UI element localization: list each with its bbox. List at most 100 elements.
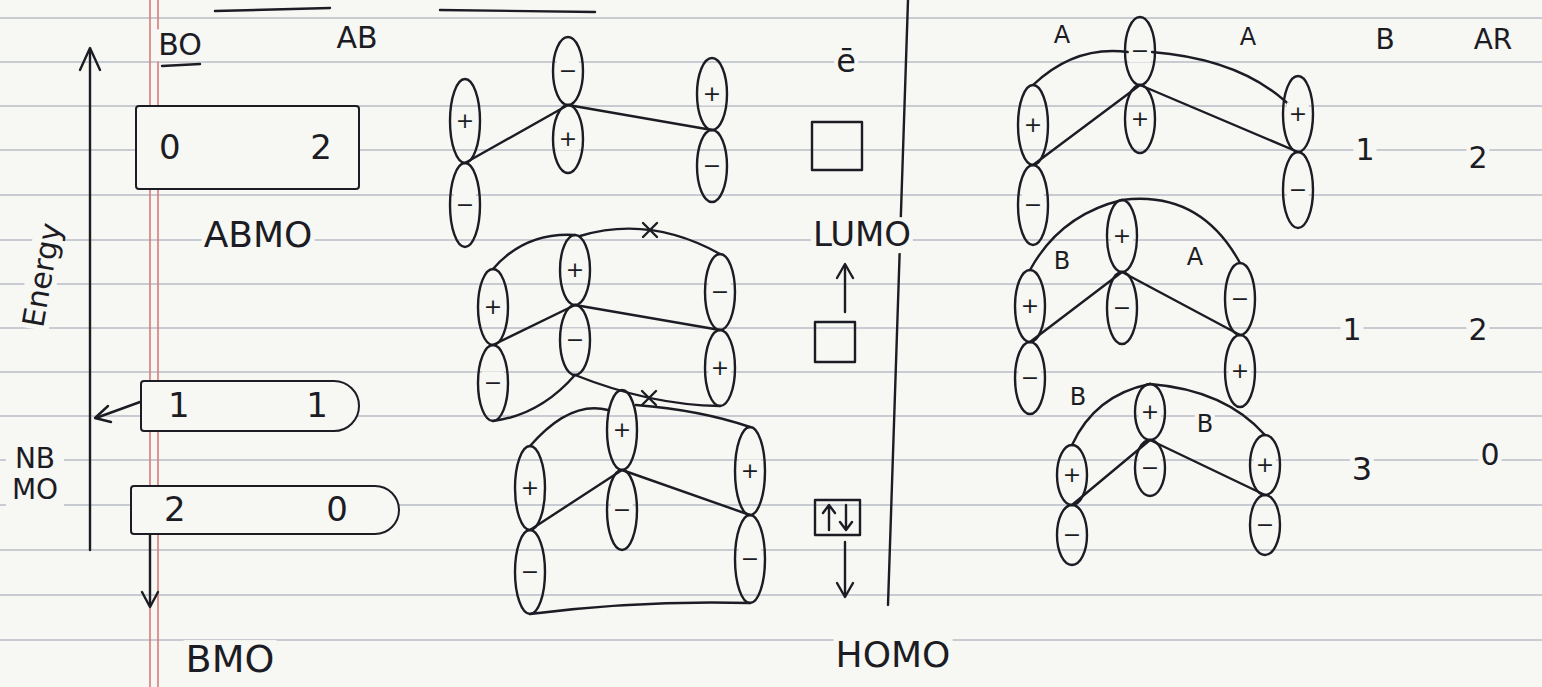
level-box: 20	[130, 485, 400, 535]
level-box: 02	[135, 105, 360, 190]
electron-symbol: ē	[834, 45, 858, 79]
margin-lines	[150, 0, 158, 687]
interaction-letter: A	[1052, 23, 1072, 48]
phase-sign: +	[482, 295, 504, 318]
phase-sign: −	[1111, 296, 1133, 319]
nonbonding-orbital	[1015, 199, 1255, 414]
phase-sign: −	[611, 498, 633, 521]
interaction-letter: B	[1195, 412, 1215, 437]
phase-sign: −	[709, 280, 731, 303]
arrow-head	[142, 592, 158, 607]
electron-box	[815, 322, 855, 362]
level-box: 11	[140, 380, 360, 432]
bond-count: 2	[310, 130, 332, 166]
orbital-label: NB MO	[6, 444, 64, 506]
antibonding-orbital	[1018, 17, 1313, 245]
phase-sign: −	[1061, 523, 1083, 546]
phase-sign: −	[701, 154, 723, 177]
antibonding-orbital	[450, 37, 727, 247]
orbital-label: BMO	[184, 640, 277, 680]
count-value: 1	[1353, 134, 1376, 166]
phase-sign: −	[1254, 513, 1276, 536]
phase-sign: +	[1229, 359, 1251, 382]
phase-sign: −	[557, 59, 579, 82]
energy-axis	[89, 52, 91, 550]
electron-box	[815, 500, 860, 535]
phase-sign: −	[564, 328, 586, 351]
phase-sign: −	[1022, 193, 1044, 216]
count-value: 2	[1466, 314, 1489, 346]
arrow-head	[80, 48, 100, 70]
count-value: 3	[1350, 453, 1374, 487]
phase-sign: −	[1129, 39, 1151, 62]
phase-sign: +	[1139, 400, 1161, 423]
interaction-letter: B	[1052, 249, 1072, 274]
phase-sign: +	[709, 356, 731, 379]
phase-sign: −	[519, 560, 541, 583]
electron-box	[812, 122, 862, 170]
phase-sign: −	[739, 547, 761, 570]
phase-sign: +	[701, 82, 723, 105]
phase-sign: +	[1111, 224, 1133, 247]
bond-count: 2	[164, 492, 186, 528]
phase-sign: +	[1129, 107, 1151, 130]
phase-sign: −	[1287, 178, 1309, 201]
column-header: AR	[1472, 25, 1515, 54]
orbital-label: HOMO	[834, 636, 953, 674]
bond-count: 0	[326, 492, 348, 528]
phase-sign: +	[454, 109, 476, 132]
node-cross	[643, 223, 657, 237]
node-cross	[642, 391, 656, 405]
phase-sign: +	[1019, 294, 1041, 317]
phase-sign: +	[611, 418, 633, 441]
axis-label: Energy	[17, 219, 67, 332]
bonding-orbital	[1057, 384, 1280, 565]
pointer-arrow	[149, 535, 151, 605]
phase-sign: −	[1229, 287, 1251, 310]
nonbonding-orbital	[478, 223, 735, 421]
phase-sign: −	[454, 193, 476, 216]
pointer-arrow	[844, 542, 846, 595]
phase-sign: −	[1019, 366, 1041, 389]
interaction-letter: B	[1068, 385, 1088, 410]
interaction-letter: A	[1238, 25, 1258, 50]
orbital-label: LUMO	[811, 217, 913, 253]
divider-line	[888, 0, 908, 605]
underline	[162, 64, 200, 66]
arrow-head	[837, 264, 853, 278]
bonding-orbital	[515, 390, 765, 614]
phase-sign: +	[557, 127, 579, 150]
count-value: 2	[1466, 142, 1489, 174]
column-header: B	[1373, 25, 1396, 54]
bond-count: 1	[306, 388, 328, 424]
count-value: 1	[1340, 314, 1363, 346]
phase-sign: +	[739, 459, 761, 482]
ruled-lines	[0, 18, 1542, 640]
arrow-head	[837, 583, 853, 597]
phase-sign: −	[482, 371, 504, 394]
pen-stroke	[215, 8, 330, 11]
phase-sign: +	[1061, 463, 1083, 486]
bond-count: 0	[159, 130, 181, 166]
interaction-letter: A	[1185, 245, 1205, 270]
orbital-label: ABMO	[202, 216, 315, 254]
electron-arrow	[840, 505, 852, 530]
arrow-head	[95, 406, 111, 422]
column-header: BO	[156, 29, 204, 61]
phase-sign: +	[519, 476, 541, 499]
pointer-arrow	[844, 266, 846, 312]
phase-sign: +	[1254, 453, 1276, 476]
pen-stroke	[440, 10, 595, 12]
bond-count: 1	[168, 388, 190, 424]
phase-sign: +	[564, 258, 586, 281]
column-header: AB	[334, 22, 379, 54]
count-value: 0	[1478, 439, 1501, 471]
phase-sign: +	[1287, 102, 1309, 125]
phase-sign: −	[1139, 456, 1161, 479]
phase-sign: +	[1022, 113, 1044, 136]
electron-arrow	[823, 505, 835, 530]
